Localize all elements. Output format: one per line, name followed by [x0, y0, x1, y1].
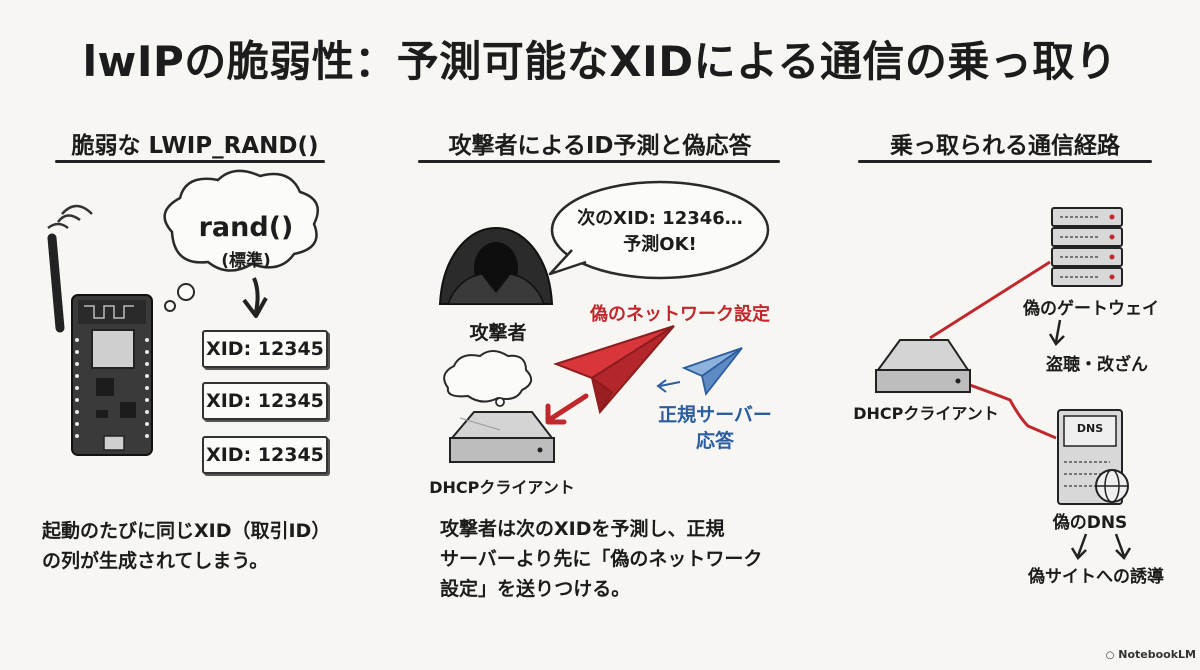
fake-site-redirect-label: 偽サイトへの誘導	[1028, 567, 1164, 587]
rand-function-label: rand()	[198, 212, 294, 243]
page-title: lwIPの脆弱性：予測可能なXIDによる通信の乗っ取り	[82, 37, 1118, 86]
notebooklm-logo-icon: ○	[1105, 650, 1115, 661]
red-paper-plane-icon	[553, 325, 675, 415]
description-line: 起動のたびに同じXID（取引ID）	[42, 520, 331, 542]
xid-value-box: XID: 12345	[202, 382, 328, 420]
heading-vulnerable-rand: 脆弱な LWIP_RAND()	[71, 133, 319, 159]
dhcp-client-label: DHCPクライアント	[853, 404, 999, 423]
brand-footer: ○ NotebookLM	[1080, 648, 1196, 661]
heading-attacker-prediction: 攻撃者によるID予測と偽応答	[448, 133, 752, 159]
fake-gateway-label: 偽のゲートウェイ	[1023, 299, 1159, 319]
description-line: 設定」を送りつける。	[440, 578, 631, 600]
dns-box-label: DNS	[1076, 422, 1104, 435]
server-stack-icon	[1051, 207, 1123, 287]
thought-cloud-icon	[163, 169, 319, 312]
speech-bubble-icon	[548, 180, 770, 280]
legit-server-label: 正規サーバー	[658, 404, 772, 426]
attacker-label: 攻撃者	[469, 322, 527, 344]
fake-network-config-label: 偽のネットワーク設定	[590, 304, 770, 325]
fake-dns-label: 偽のDNS	[1052, 513, 1128, 533]
xid-value-box: XID: 12345	[202, 330, 328, 368]
hooded-attacker-icon	[438, 226, 554, 305]
legit-response-label: 応答	[695, 430, 734, 452]
left-description: 起動のたびに同じXID（取引ID） の列が生成されてしまう。	[42, 516, 382, 576]
speech-ok-text: 予測OK!	[623, 234, 697, 255]
heading-underline	[858, 160, 1152, 163]
heading-underline	[55, 160, 325, 163]
eavesdrop-tamper-label: 盗聴・改ざん	[1046, 355, 1148, 375]
heading-hijacked-route: 乗っ取られる通信経路	[890, 133, 1120, 159]
description-line: サーバーより先に「偽のネットワーク	[440, 548, 763, 570]
xid-value-box: XID: 12345	[202, 436, 328, 474]
speech-prediction-text: 次のXID: 12346…	[577, 208, 743, 229]
description-line: 攻撃者は次のXIDを予測し、正規	[440, 518, 725, 540]
brand-label: NotebookLM	[1118, 648, 1196, 661]
blue-paper-plane-icon	[681, 347, 743, 397]
dns-server-icon	[1057, 409, 1129, 505]
small-thought-cloud-icon	[443, 350, 533, 407]
dhcp-client-device-icon	[449, 411, 555, 463]
rand-standard-label: (標準)	[221, 251, 271, 271]
description-line: の列が生成されてしまう。	[42, 550, 269, 572]
dhcp-client-label: DHCPクライアント	[429, 478, 575, 497]
heading-underline	[418, 160, 780, 163]
dhcp-client-device-icon	[875, 339, 971, 393]
microcontroller-board-icon	[47, 204, 153, 456]
middle-description: 攻撃者は次のXIDを予測し、正規 サーバーより先に「偽のネットワーク 設定」を送…	[440, 514, 800, 604]
